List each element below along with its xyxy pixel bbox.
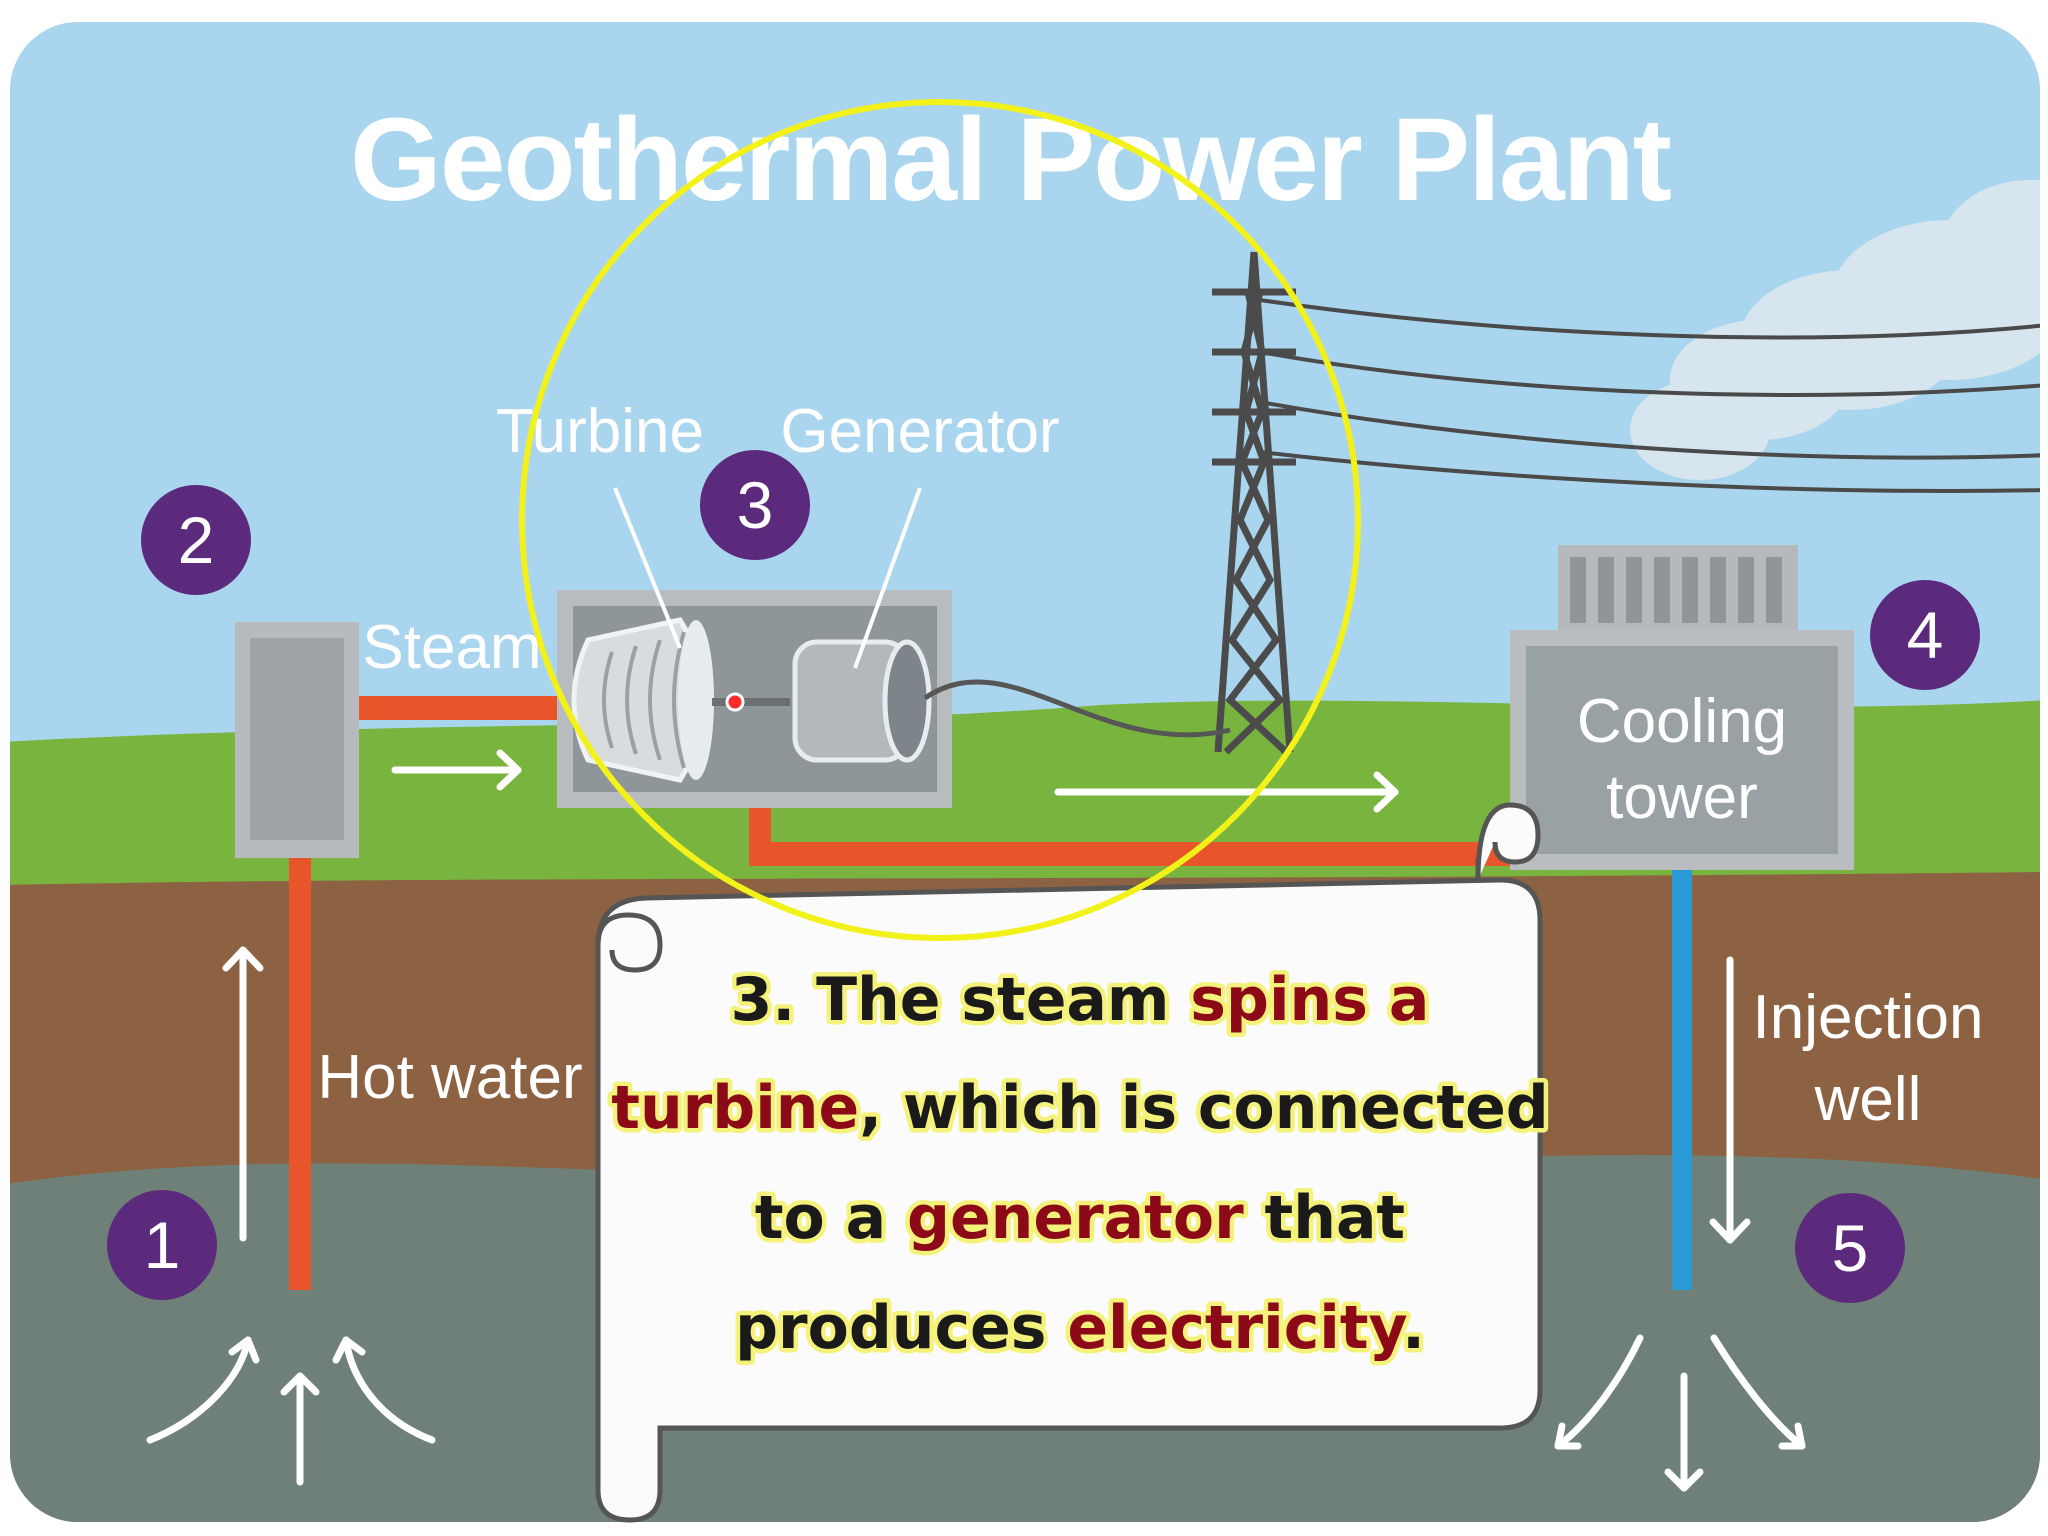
turbine-icon	[571, 617, 714, 783]
label-injection-well-line-1: Injection	[1753, 983, 1984, 1052]
label-cooling-tower-line-1: Cooling	[1577, 687, 1787, 756]
leader-lines	[613, 487, 922, 669]
label-hot-water: Hot water	[317, 1043, 582, 1112]
flow-arrows	[146, 749, 1806, 1492]
label-steam: Steam	[362, 613, 541, 682]
hot-water-pipe	[289, 858, 311, 1290]
step-number-5: 5	[1832, 1211, 1869, 1285]
step-number-1: 1	[144, 1208, 181, 1282]
step-badge-5: 5	[1795, 1193, 1905, 1303]
step-badge-2: 2	[141, 485, 251, 595]
step-badge-1: 1	[107, 1190, 217, 1300]
separator-tank	[250, 638, 344, 840]
step-number-4: 4	[1907, 598, 1944, 672]
diagram-title: Geothermal Power Plant	[350, 94, 1671, 226]
highlight-ring	[519, 99, 1361, 941]
return-pipe	[749, 842, 1511, 866]
label-injection-well-line-2: well	[1814, 1065, 1922, 1134]
generator-icon	[792, 639, 932, 763]
cooling-tower	[1510, 545, 1854, 870]
step-badge-3: 3	[700, 450, 810, 560]
step-number-2: 2	[178, 503, 215, 577]
label-generator: Generator	[780, 397, 1059, 466]
caption-line-4: produces electricity.	[735, 1293, 1425, 1363]
label-cooling-tower-line-2: tower	[1606, 763, 1758, 832]
generator-cable	[923, 679, 1231, 738]
power-pylon	[1212, 251, 1296, 755]
injection-pipe	[1672, 870, 1692, 1290]
shaft-marker	[725, 692, 745, 712]
caption-line-2: turbine, which is connected	[611, 1073, 1548, 1143]
caption-line-1: 3. The steam spins a	[731, 965, 1430, 1035]
caption-line-3: to a generator that	[755, 1183, 1405, 1253]
step-number-3: 3	[737, 468, 774, 542]
caption-scroll	[595, 802, 1543, 1523]
power-lines	[1259, 298, 2040, 493]
step-badge-4: 4	[1870, 580, 1980, 690]
steam-pipe	[359, 696, 559, 720]
